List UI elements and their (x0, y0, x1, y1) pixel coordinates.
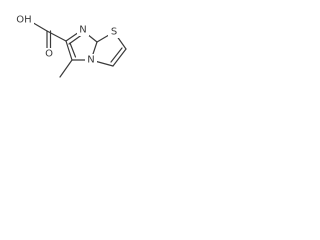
atom-label-n-imidazole: N (79, 25, 86, 36)
atom-label-oh: OH (16, 15, 31, 26)
atom-label-s: S (111, 27, 117, 38)
atom-labels: OH O N N S (14, 14, 120, 66)
bond-c2-c3-b (110, 47, 123, 63)
molecule-diagram: OH O N N S (14, 14, 127, 78)
atom-label-o: O (45, 49, 53, 60)
bond-c5-c6-b (69, 42, 77, 58)
bond-c2-c3-a (112, 48, 127, 67)
bond-c5-c6-a (65, 40, 73, 61)
atom-label-n-bridgehead: N (87, 55, 94, 66)
bond-carboxyl-c6 (46, 30, 67, 42)
bond-c5-methyl (59, 59, 73, 78)
